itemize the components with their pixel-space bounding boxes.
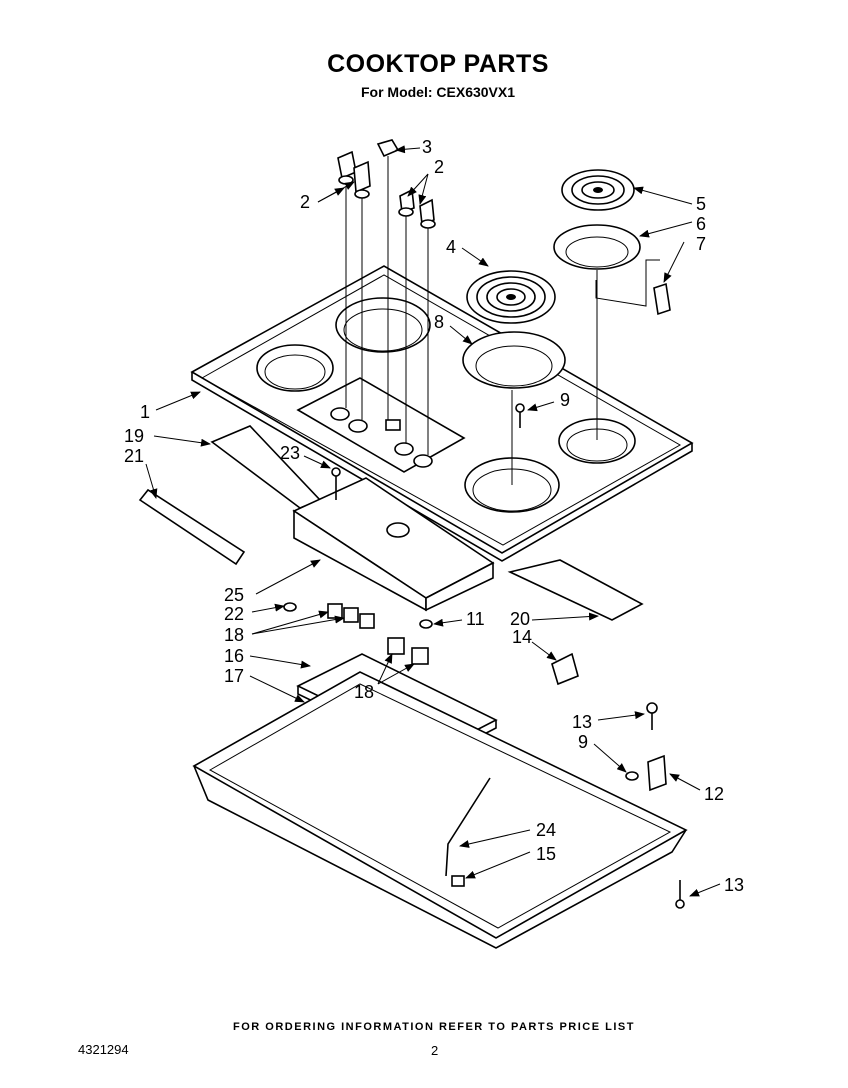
infinite-switches (337, 150, 436, 455)
page-number: 2 (431, 1043, 439, 1058)
callout-19: 19 (124, 426, 144, 446)
callout-12: 12 (704, 784, 724, 804)
terminal-block (595, 259, 671, 316)
control-panel-box (292, 477, 495, 612)
bracket-14 (551, 652, 579, 686)
wire-lead-24 (445, 777, 491, 877)
ordering-note: FOR ORDERING INFORMATION REFER TO PARTS … (233, 1021, 635, 1033)
callout-23: 23 (280, 443, 300, 463)
leader-lines (145, 145, 721, 897)
callout-14: 14 (512, 627, 532, 647)
callout-16: 16 (224, 646, 244, 666)
callout-4: 4 (446, 237, 456, 257)
callout-18-lower: 18 (354, 682, 374, 702)
callout-17: 17 (224, 666, 244, 686)
screw-22 (283, 602, 297, 612)
callout-15: 15 (536, 844, 556, 864)
callout-18-left: 18 (224, 625, 244, 645)
screw-13-upper (646, 702, 658, 730)
callout-22: 22 (224, 604, 244, 624)
model-subtitle: For Model: CEX630VX1 (360, 84, 516, 100)
callout-13-upper: 13 (572, 712, 592, 732)
trim-right (507, 559, 644, 621)
callout-24: 24 (536, 820, 556, 840)
callout-2-right: 2 (434, 157, 444, 177)
screw-9-top (515, 403, 525, 428)
terminal-blocks-upper (327, 603, 375, 629)
callout-6: 6 (696, 214, 706, 234)
screw-13-lower (675, 880, 685, 909)
callout-5: 5 (696, 194, 706, 214)
callout-2-left: 2 (300, 192, 310, 212)
terminal-blocks-lower (387, 637, 429, 665)
nut-11 (419, 619, 433, 629)
screw-9-lower (625, 771, 639, 781)
callout-9-top: 9 (560, 390, 570, 410)
burner-box (192, 671, 688, 949)
connector-15 (451, 875, 465, 887)
callout-21: 21 (124, 446, 144, 466)
callout-11: 11 (466, 609, 485, 629)
screw-23 (331, 467, 341, 500)
callout-7: 7 (696, 234, 706, 254)
trim-strip (138, 488, 246, 566)
drip-bowl-large (462, 331, 566, 485)
bracket-12 (647, 754, 667, 792)
trim-left (210, 425, 322, 509)
document-number: 4321294 (78, 1042, 129, 1057)
page-title: COOKTOP PARTS (327, 50, 549, 78)
cooktop-top-panel (190, 265, 694, 562)
surface-element-large (466, 270, 556, 324)
callout-8: 8 (434, 312, 444, 332)
surface-element-small (561, 169, 635, 211)
callout-3: 3 (422, 137, 432, 157)
callout-13-lower: 13 (724, 875, 744, 895)
callout-1: 1 (140, 402, 150, 422)
callout-25: 25 (224, 585, 244, 605)
callout-20: 20 (510, 609, 530, 629)
callout-9-lower: 9 (578, 732, 588, 752)
